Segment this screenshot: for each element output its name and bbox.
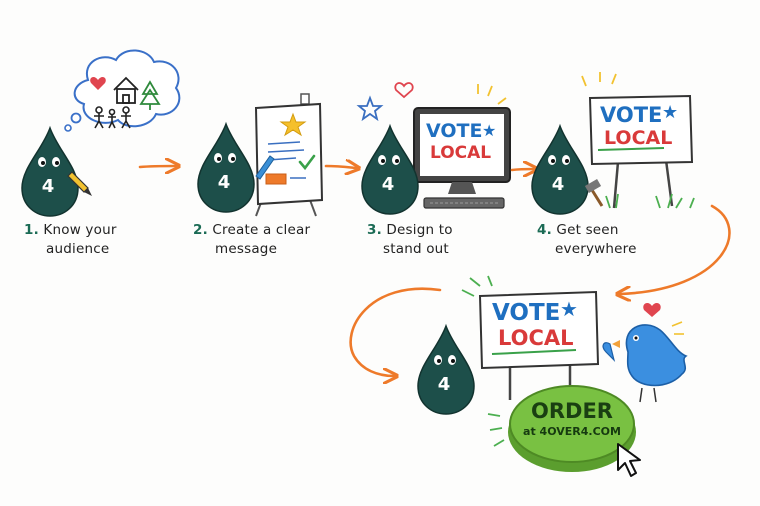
house-icon	[113, 76, 139, 104]
star-icon-final: ★	[560, 297, 578, 321]
arrow-3-to-4	[510, 169, 534, 170]
local-text-sign-4: LOCAL	[604, 127, 673, 149]
step-3-text-line2: stand out	[383, 241, 449, 257]
tree-icon	[139, 80, 161, 110]
easel-icon	[254, 93, 324, 217]
step-4-text-line1: Get seen	[556, 222, 619, 238]
grass	[605, 193, 695, 209]
bird-icon	[602, 324, 688, 403]
checkmark-icon	[298, 154, 316, 171]
arrow-2-to-3	[324, 166, 356, 168]
yard-sign-final	[478, 290, 600, 400]
yard-sign-4	[588, 94, 694, 209]
order-button-label[interactable]: ORDER	[531, 399, 613, 423]
step-1-number: 1.	[24, 222, 39, 238]
mascot-step-1	[21, 127, 79, 217]
star-outline-icon	[356, 95, 384, 122]
step-4-label: 4. Get seen everywhere	[537, 221, 637, 259]
spark-lines-final	[461, 275, 493, 297]
local-text-monitor: LOCAL	[430, 143, 492, 163]
mascot-number-1: 4	[42, 176, 55, 197]
spark-lines-bird	[671, 321, 684, 335]
step-1-text-line1: Know your	[43, 222, 117, 238]
heart-icon-bird	[643, 303, 661, 317]
pencil-icon	[67, 171, 92, 196]
thought-bubble-icon	[64, 49, 181, 132]
local-text-final: LOCAL	[498, 326, 574, 350]
step-2-label: 2. Create a clear message	[193, 221, 310, 259]
heart-icon	[90, 76, 106, 90]
mascot-step-2	[197, 123, 255, 213]
step-1-label: 1. Know your audience	[24, 221, 117, 259]
step-3-number: 3.	[367, 222, 382, 238]
mascot-number-2: 4	[218, 172, 231, 193]
cursor-arrow-icon	[617, 443, 641, 477]
computer-monitor-icon	[413, 107, 511, 194]
step-2-text-line2: message	[215, 241, 278, 257]
vote-text-sign-4: VOTE	[600, 103, 663, 127]
mascot-number-3: 4	[382, 174, 395, 195]
step-4-text-line2: everywhere	[555, 241, 637, 257]
spark-lines-button	[487, 413, 505, 447]
spark-lines-4	[581, 72, 617, 87]
vote-text-monitor: VOTE	[426, 120, 483, 142]
mascot-final	[417, 325, 475, 415]
step-3-label: 3. Design to stand out	[367, 221, 453, 259]
hammer-icon	[584, 179, 604, 207]
spark-lines	[477, 84, 507, 105]
arrow-1-to-2	[138, 166, 176, 167]
order-button[interactable]	[508, 385, 636, 472]
star-icon-sign-4: ★	[662, 102, 679, 123]
star-icon	[279, 112, 307, 137]
arrow-4-to-final	[620, 204, 731, 294]
arrow-into-final	[349, 287, 442, 376]
pen-icon	[255, 155, 275, 180]
mascot-number-4: 4	[552, 174, 565, 195]
heart-outline-icon	[394, 82, 414, 99]
step-2-number: 2.	[193, 222, 208, 238]
keyboard-icon	[423, 197, 505, 209]
mascot-number-final: 4	[438, 374, 451, 395]
step-1-text-line2: audience	[46, 241, 110, 257]
step-2-text-line1: Create a clear	[212, 222, 311, 238]
people-icon	[94, 106, 131, 129]
order-button-url[interactable]: at 4OVER4.COM	[523, 425, 621, 438]
vote-text-final: VOTE	[492, 300, 561, 326]
mascot-step-3	[361, 125, 419, 215]
step-4-number: 4.	[537, 222, 552, 238]
step-3-text-line1: Design to	[386, 222, 453, 238]
mascot-step-4	[531, 125, 589, 215]
star-icon-monitor: ★	[482, 121, 497, 140]
